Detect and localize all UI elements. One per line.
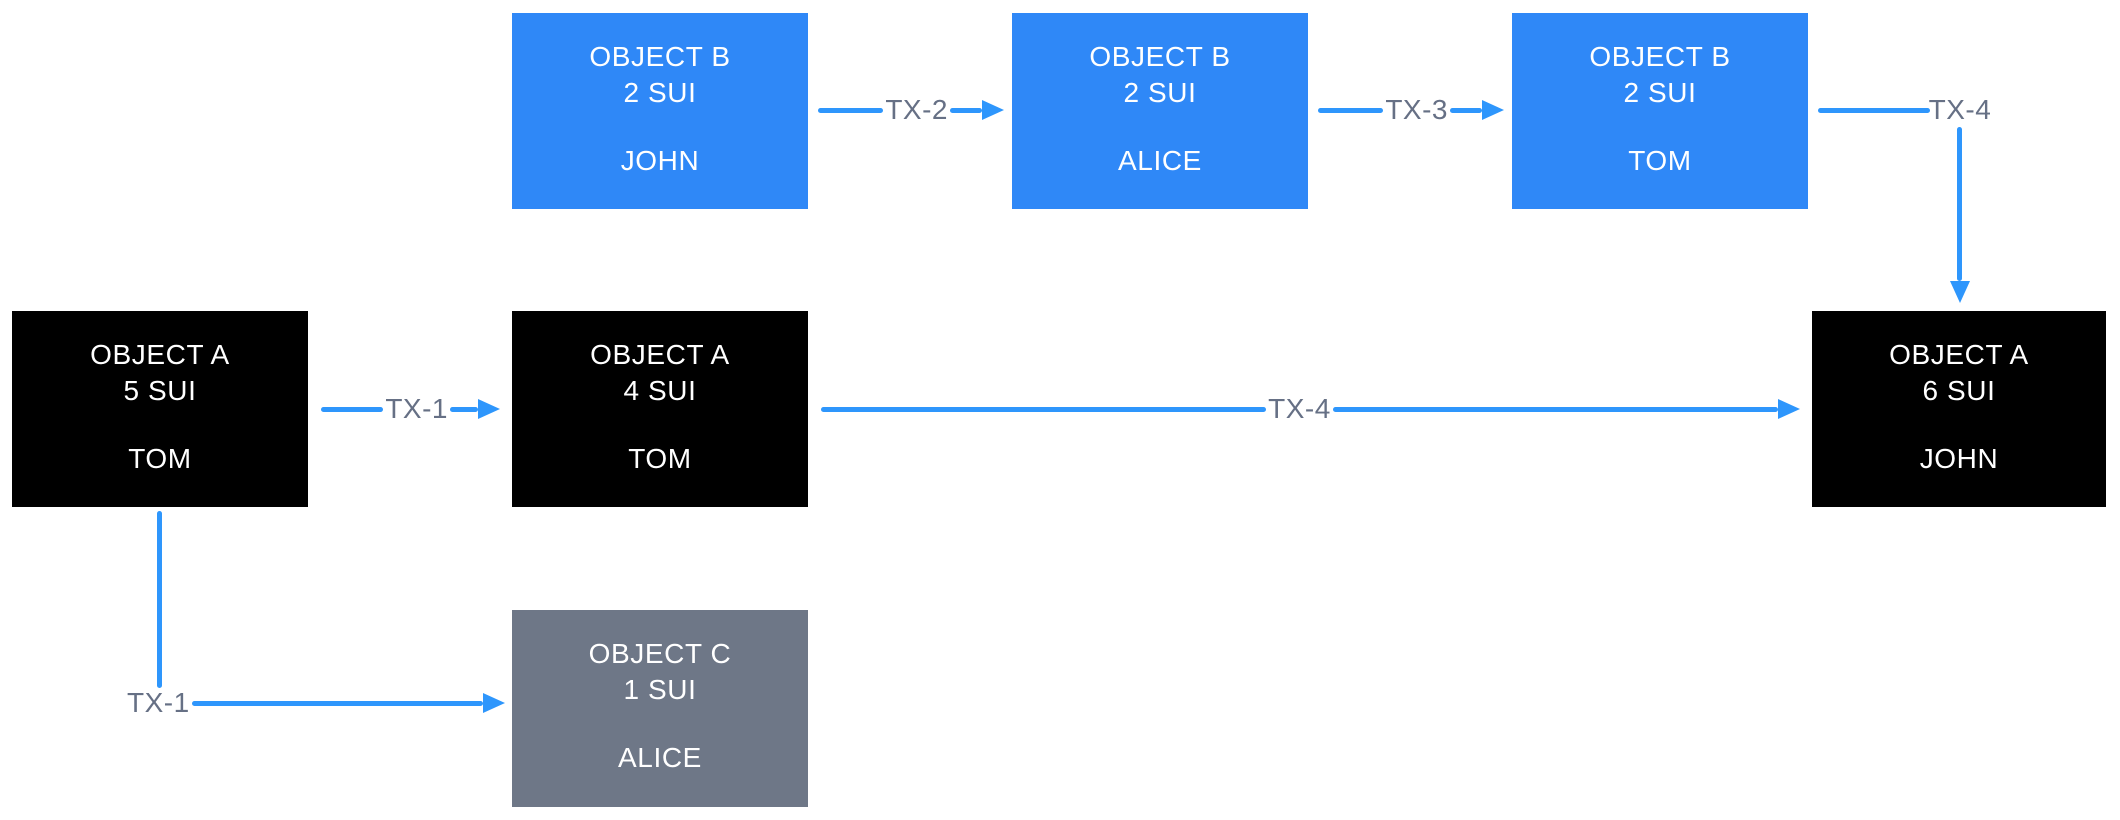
arrow-label-tx1: TX-1 [127, 687, 190, 718]
arrow-line [450, 406, 478, 412]
arrow-line [818, 107, 884, 113]
arrow-tx4-elbow-vertical-line [1957, 127, 1962, 281]
arrow-line [1332, 406, 1778, 412]
arrowhead-right-icon [483, 693, 505, 713]
object-amount: 4 SUI [623, 375, 697, 406]
arrow-line [321, 406, 384, 412]
arrow-tx3: TX-3 [1318, 86, 1504, 134]
node-object-a-6sui-john: OBJECT A 6 SUI JOHN [1812, 311, 2106, 507]
object-owner: ALICE [618, 742, 702, 773]
node-object-a-5sui-tom: OBJECT A 5 SUI TOM [12, 311, 308, 507]
node-object-a-4sui-tom: OBJECT A 4 SUI TOM [512, 311, 808, 507]
object-owner: TOM [1628, 145, 1692, 176]
arrowhead-down-icon [1950, 281, 1970, 303]
object-owner: JOHN [1919, 443, 1999, 474]
arrow-tx1-mutate: TX-1 [321, 385, 500, 433]
object-title: OBJECT A [90, 339, 230, 370]
object-amount: 2 SUI [623, 77, 697, 108]
node-object-b-tom: OBJECT B 2 SUI TOM [1512, 13, 1808, 209]
arrow-tx2: TX-2 [818, 86, 1004, 134]
object-owner: TOM [128, 443, 192, 474]
arrow-label-tx2: TX-2 [885, 94, 948, 125]
arrow-line [1450, 107, 1482, 113]
arrow-line [1318, 107, 1384, 113]
object-amount: 6 SUI [1922, 375, 1996, 406]
arrow-tx4-elbow-horizontal-line [1818, 108, 1930, 113]
object-title: OBJECT C [588, 638, 732, 669]
object-amount: 1 SUI [623, 674, 697, 705]
object-owner: JOHN [620, 145, 700, 176]
arrow-label-tx4: TX-4 [1928, 94, 1992, 125]
arrow-tx4-merge: TX-4 [821, 385, 1800, 433]
object-title: OBJECT B [589, 41, 731, 72]
arrow-label-tx4: TX-4 [1268, 393, 1331, 424]
object-amount: 2 SUI [1623, 77, 1697, 108]
object-owner: ALICE [1118, 145, 1202, 176]
arrow-line [821, 406, 1267, 412]
arrowhead-right-icon [1482, 100, 1504, 120]
arrow-line [191, 700, 483, 706]
arrow-label-tx1: TX-1 [385, 393, 448, 424]
object-owner: TOM [628, 443, 692, 474]
node-object-c-alice: OBJECT C 1 SUI ALICE [512, 610, 808, 807]
object-title: OBJECT B [1589, 41, 1731, 72]
object-title: OBJECT A [1889, 339, 2029, 370]
arrowhead-right-icon [478, 399, 500, 419]
object-title: OBJECT A [590, 339, 730, 370]
arrow-line [950, 107, 982, 113]
arrowhead-right-icon [982, 100, 1004, 120]
object-title: OBJECT B [1089, 41, 1231, 72]
arrow-tx1-elbow-vertical-line [157, 511, 162, 688]
node-object-b-alice: OBJECT B 2 SUI ALICE [1012, 13, 1308, 209]
object-amount: 2 SUI [1123, 77, 1197, 108]
arrow-label-tx3: TX-3 [1385, 94, 1448, 125]
arrowhead-right-icon [1778, 399, 1800, 419]
arrow-tx1-elbow: TX-1 [125, 679, 505, 727]
node-object-b-john: OBJECT B 2 SUI JOHN [512, 13, 808, 209]
object-amount: 5 SUI [123, 375, 197, 406]
